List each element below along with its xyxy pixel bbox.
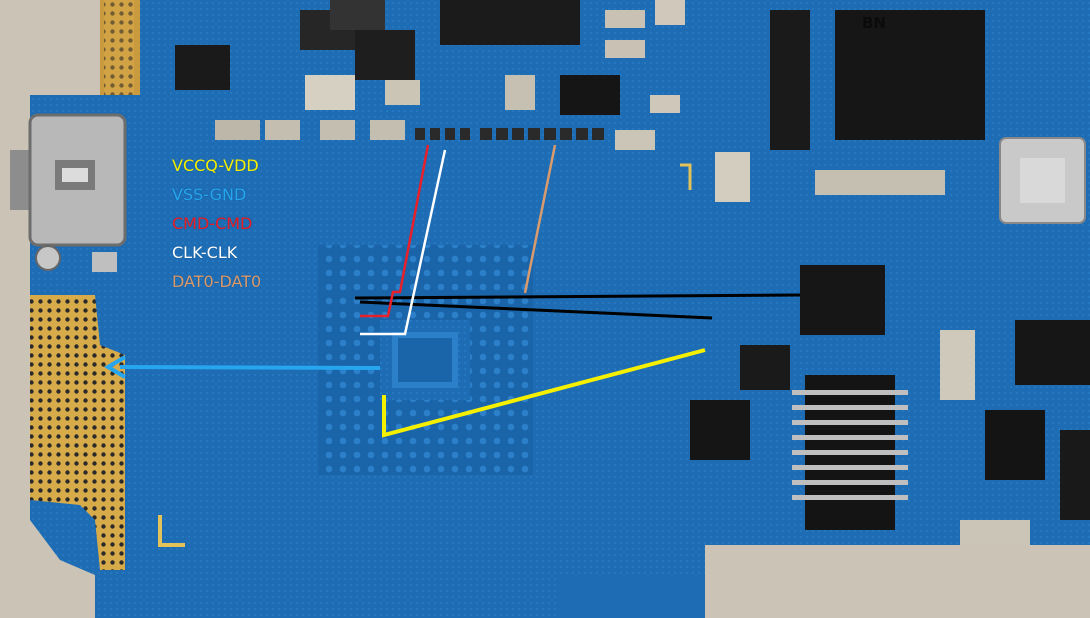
bga-footprint — [318, 245, 533, 475]
wire-vss — [119, 365, 381, 370]
wire-clk — [360, 149, 447, 336]
arrow-gnd — [104, 355, 127, 379]
gold-pad-area — [30, 295, 125, 570]
component-ic-mid — [800, 265, 885, 335]
wire-cmd — [360, 144, 430, 318]
legend-vccq-vdd: VCCQ-VDD — [172, 156, 259, 175]
legend-cmd-cmd: CMD-CMD — [172, 214, 253, 233]
wire-vccq — [382, 348, 706, 438]
legend-clk-clk: CLK-CLK — [172, 243, 238, 262]
component-ic-small — [175, 45, 230, 90]
chip-bn-label: BN — [862, 14, 886, 32]
wire-overlay — [104, 144, 801, 438]
legend-dat0-dat0: DAT0-DAT0 — [172, 272, 262, 291]
wire-dat0 — [523, 144, 557, 294]
legend-vss-gnd: VSS-GND — [172, 185, 247, 204]
chip-bn — [835, 10, 985, 140]
silkscreen-l — [158, 515, 185, 547]
component-ic-top — [440, 0, 580, 45]
resistor-row — [215, 120, 655, 150]
